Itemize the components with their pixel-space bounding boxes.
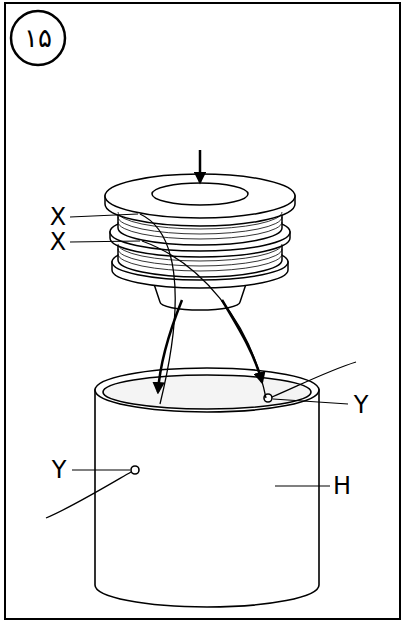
spool xyxy=(105,174,295,310)
cutting-line xyxy=(46,214,356,518)
part-letter: Y xyxy=(354,393,369,417)
part-letter: X xyxy=(50,205,66,229)
part-letter: H xyxy=(333,474,351,498)
frame xyxy=(5,3,400,619)
motion-arrow xyxy=(158,150,262,392)
housing xyxy=(95,368,319,607)
part-letter: X xyxy=(50,230,66,254)
part-letter: Y xyxy=(52,458,67,482)
step-circle xyxy=(11,11,65,65)
leader-line xyxy=(70,214,348,486)
step-number: ۱۵ xyxy=(24,25,52,51)
